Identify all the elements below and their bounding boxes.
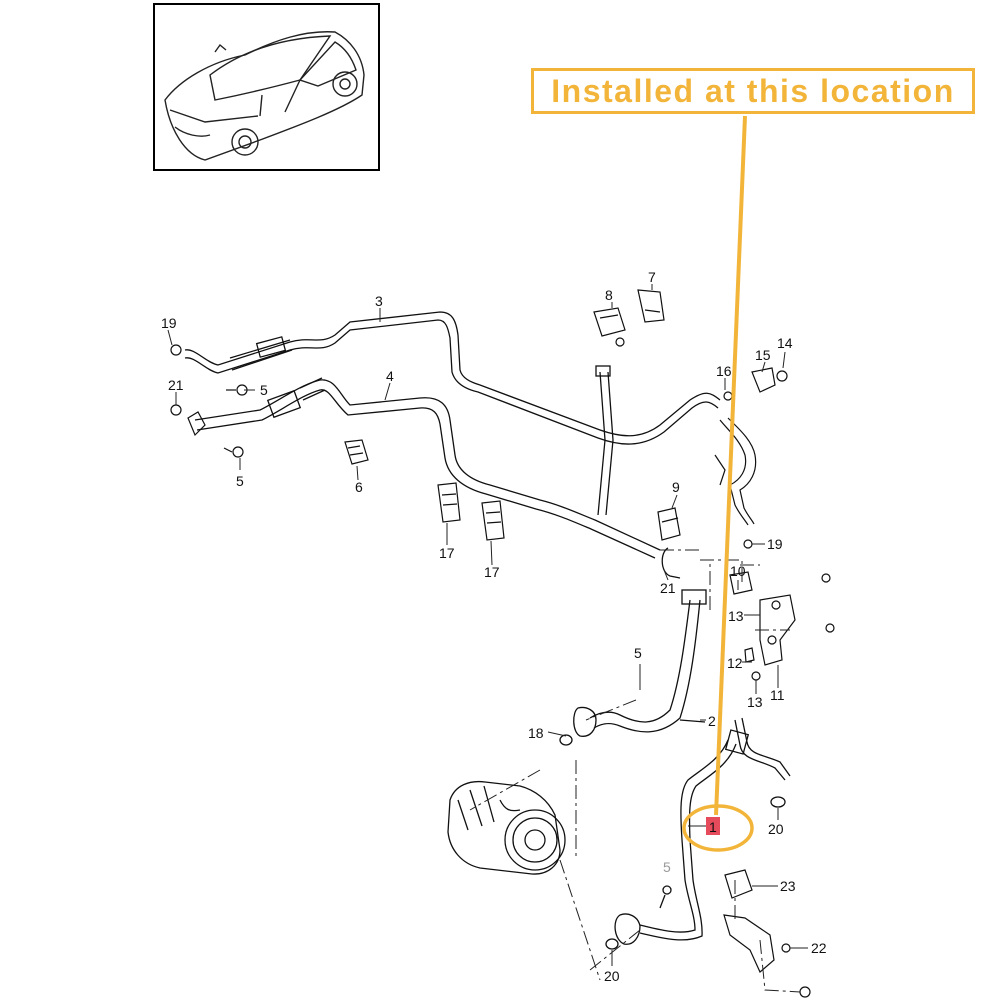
label-11: 11 bbox=[770, 687, 785, 703]
label-15: 15 bbox=[755, 347, 771, 363]
label-14: 14 bbox=[777, 335, 793, 351]
label-8: 8 bbox=[605, 287, 613, 303]
label-23: 23 bbox=[780, 878, 796, 894]
label-2: 2 bbox=[708, 713, 716, 729]
label-18: 18 bbox=[528, 725, 544, 741]
line-1 bbox=[605, 717, 791, 950]
label-13: 13 bbox=[747, 694, 763, 710]
label-19: 19 bbox=[161, 315, 177, 331]
label-5: 5 bbox=[260, 382, 268, 398]
label-20: 20 bbox=[604, 968, 620, 984]
label-20: 20 bbox=[768, 821, 784, 837]
callout-box: Installed at this location bbox=[531, 68, 975, 114]
hose-4 bbox=[194, 377, 661, 559]
label-5: 5 bbox=[236, 473, 244, 489]
hose-branch bbox=[595, 365, 614, 516]
label-1: 1 bbox=[709, 819, 717, 835]
label-4: 4 bbox=[386, 368, 394, 384]
label-9: 9 bbox=[672, 479, 680, 495]
label-12: 12 bbox=[727, 655, 743, 671]
label-5: 5 bbox=[634, 645, 642, 661]
label-21: 21 bbox=[168, 377, 184, 393]
label-22: 22 bbox=[811, 940, 827, 956]
label-7: 7 bbox=[648, 269, 656, 285]
label-10: 10 bbox=[730, 563, 746, 579]
label-13: 13 bbox=[728, 608, 744, 624]
fittings-upper bbox=[170, 289, 788, 549]
label-6: 6 bbox=[355, 479, 363, 495]
car-thumbnail bbox=[153, 3, 380, 171]
callout-pointer bbox=[682, 115, 754, 852]
hose-2 bbox=[559, 547, 707, 746]
label-5: 5 bbox=[663, 859, 671, 875]
compressor-icon bbox=[447, 780, 566, 875]
label-16: 16 bbox=[716, 363, 732, 379]
leader-lines bbox=[167, 284, 808, 966]
label-3: 3 bbox=[375, 293, 383, 309]
highlight-circle bbox=[682, 804, 754, 852]
callout-text: Installed at this location bbox=[551, 72, 955, 109]
part-labels: 19 3 4 21 5 5 6 17 17 8 7 9 14 15 16 19 … bbox=[161, 269, 827, 984]
hose-3 bbox=[184, 311, 721, 445]
brackets bbox=[723, 571, 835, 998]
label-17: 17 bbox=[439, 545, 455, 561]
label-17: 17 bbox=[484, 564, 500, 580]
car-icon bbox=[164, 31, 365, 161]
part-1-marker bbox=[706, 817, 720, 835]
label-21: 21 bbox=[660, 580, 676, 596]
reference-lines bbox=[469, 549, 801, 993]
highlight-marker: 1 bbox=[706, 817, 720, 835]
label-19: 19 bbox=[767, 536, 783, 552]
